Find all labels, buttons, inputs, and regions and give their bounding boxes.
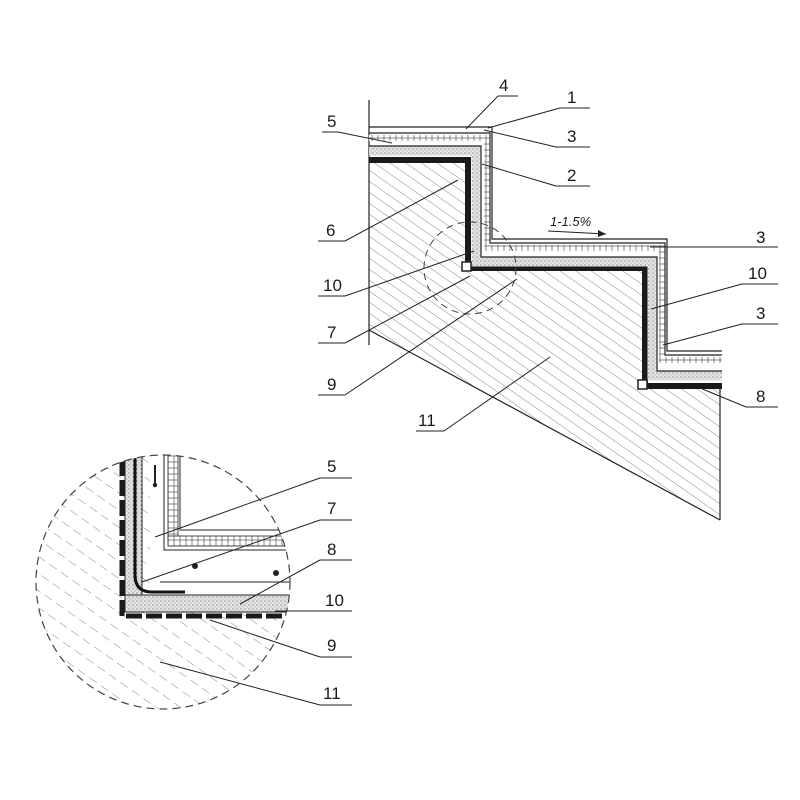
- tile-top: [369, 132, 722, 356]
- callout-7: 7: [327, 323, 336, 342]
- screed-layer: [369, 146, 722, 381]
- soffit-line: [368, 329, 721, 521]
- slope-arrowhead: [598, 230, 606, 237]
- callout-2: 2: [567, 166, 576, 185]
- callout-4: 4: [499, 76, 508, 95]
- detail-leader-lines: [141, 477, 352, 706]
- tile-layer: [369, 135, 722, 363]
- callout-5: 5: [327, 112, 336, 131]
- detail-callout-10: 10: [325, 591, 344, 610]
- detail-callout-7: 7: [327, 499, 336, 518]
- callout-10: 10: [323, 276, 342, 295]
- main-leader-lines: [318, 95, 778, 432]
- detail-callout-9: 9: [327, 636, 336, 655]
- detail-callout-8: 8: [327, 540, 336, 559]
- callout-11: 11: [418, 411, 436, 430]
- corner-fillet: [637, 379, 648, 390]
- screed-top: [369, 145, 722, 372]
- callout-10: 10: [748, 264, 767, 283]
- callout-3: 3: [756, 304, 765, 323]
- slope-label: 1-1.5%: [550, 214, 591, 229]
- callout-9: 9: [327, 375, 336, 394]
- finish-top: [369, 126, 722, 352]
- detail-callout-5: 5: [327, 457, 336, 476]
- detail-view: 5 7 8 10 9 11: [35, 454, 352, 710]
- callout-3: 3: [756, 228, 765, 247]
- main-stair-section: 1-1.5%: [318, 76, 778, 521]
- callout-1: 1: [567, 88, 576, 107]
- corner-fillet: [461, 261, 472, 272]
- callout-3: 3: [567, 127, 576, 146]
- concrete-base: [369, 162, 720, 520]
- detail-boundary-circle: [35, 454, 291, 710]
- detail-callout-11: 11: [323, 684, 341, 703]
- callout-8: 8: [756, 387, 765, 406]
- membrane-layer: [369, 157, 722, 389]
- callout-6: 6: [326, 221, 335, 240]
- slope-arrow: [547, 230, 607, 235]
